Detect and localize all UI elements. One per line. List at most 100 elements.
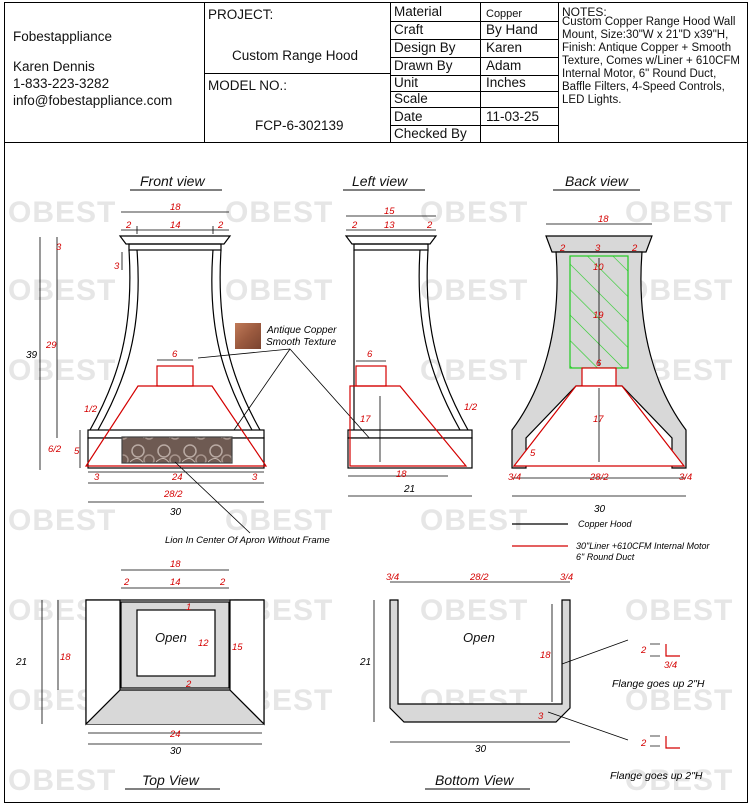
dim-label: 39 (26, 350, 38, 361)
dim-label: 2 (640, 738, 647, 749)
dim-label: 3 (56, 242, 62, 253)
dim-label: 24 (169, 729, 181, 740)
dim-label: 28/2 (163, 489, 183, 500)
apron-ornament-image (121, 436, 233, 464)
dim-label: 28/2 (589, 472, 609, 483)
watermark: OBEST (225, 504, 333, 537)
front-view (84, 235, 268, 469)
front-right-curve-inner (211, 249, 253, 431)
watermark: OBEST (420, 354, 528, 387)
front-crown-base (128, 243, 222, 251)
model-label: MODEL NO.: (208, 78, 288, 93)
dim-label: 3 (114, 261, 120, 272)
field-label-craft: Craft (394, 22, 424, 37)
dim-label: 6/2 (48, 444, 62, 455)
dim-label: 29 (45, 340, 57, 351)
flange-detail-2 (665, 736, 680, 749)
legend-red-label-1: 30"Liner +610CFM Internal Motor (576, 541, 711, 551)
bottom-open-label: Open (463, 630, 495, 645)
back-crown (545, 235, 653, 253)
dim-label: 2 (185, 679, 192, 690)
dim-label: 2 (217, 220, 224, 231)
flange-dim-lines (650, 643, 660, 747)
top-dimensions (41, 569, 262, 745)
dim-label: 12 (198, 638, 209, 649)
dim-label: 2 (631, 243, 638, 254)
left-crown-base (353, 243, 429, 251)
project-value: Custom Range Hood (232, 48, 359, 63)
dim-label: 3/4 (386, 572, 399, 583)
front-view-title: Front view (140, 173, 205, 189)
dim-label: 18 (598, 214, 609, 225)
left-crown (344, 235, 438, 245)
dim-label: 21 (359, 657, 371, 668)
dim-label: 28/2 (469, 572, 489, 583)
left-view (344, 235, 473, 469)
dim-label: 1/2 (464, 402, 478, 413)
dim-label: 15 (384, 206, 395, 217)
flange-label-2: Flange goes up 2"H (610, 770, 703, 782)
watermark: OBEST (8, 354, 116, 387)
dim-label: 6 (172, 349, 178, 360)
bottom-view (389, 599, 571, 723)
front-left-curve (89, 249, 131, 431)
dim-label: 14 (170, 220, 181, 231)
field-label-material: Material (394, 4, 443, 19)
front-dimensions (39, 211, 264, 503)
left-liner (349, 385, 468, 467)
antique-copper-swatch (235, 323, 261, 349)
field-label-scale: Scale (394, 91, 428, 106)
watermark: OBEST (225, 196, 333, 229)
front-liner (84, 385, 268, 467)
top-view (85, 599, 265, 726)
watermark: OBEST (8, 504, 116, 537)
bottom-view-title: Bottom View (435, 772, 514, 788)
dim-label: 30 (170, 507, 182, 518)
field-value-design-by: Karen (486, 40, 523, 55)
top-view-title: Top View (142, 772, 200, 788)
dim-label: 5 (74, 446, 80, 457)
back-liner-duct (581, 367, 617, 387)
watermark: OBEST (625, 594, 733, 627)
back-view-title: Back view (565, 173, 629, 189)
dim-label: 10 (593, 262, 604, 273)
dim-label: 3/4 (664, 660, 677, 671)
dim-label: 1/2 (84, 404, 98, 415)
legend-black-label: Copper Hood (578, 519, 633, 529)
left-front-curve (426, 249, 469, 431)
dim-label: 17 (360, 414, 371, 425)
drawing-sheet (4, 143, 748, 803)
dim-label: 6 (596, 358, 602, 369)
notes-text: Custom Copper Range Hood Wall Mount, Siz… (562, 16, 740, 106)
back-dimensions (512, 223, 686, 497)
watermark: OBEST (420, 274, 528, 307)
dim-label: 18 (170, 202, 181, 213)
dim-label: 3 (252, 472, 258, 483)
model-value: FCP-6-302139 (255, 118, 344, 133)
dim-label: 30 (594, 504, 606, 515)
watermark: OBEST (225, 274, 333, 307)
contact-phone: 1-833-223-3282 (13, 76, 110, 91)
bottom-dimensions (373, 581, 629, 743)
front-left-curve-inner (97, 249, 139, 431)
watermark: OBEST (8, 196, 116, 229)
dim-label: 30 (475, 744, 487, 755)
field-value-drawn-by: Adam (486, 58, 522, 73)
field-label-drawn-by: Drawn By (394, 58, 453, 73)
finish-leaders (174, 348, 381, 534)
watermark: OBEST (420, 504, 528, 537)
field-label-checked-by: Checked By (394, 126, 467, 141)
dim-label: 13 (384, 220, 395, 231)
dim-label: 3 (94, 472, 100, 483)
watermark: OBEST (625, 196, 733, 229)
left-view-title: Left view (352, 173, 408, 189)
dim-label: 17 (593, 414, 604, 425)
dim-label: 14 (170, 577, 181, 588)
field-label-unit: Unit (394, 75, 419, 90)
dim-label: 2 (559, 243, 566, 254)
contact-name: Karen Dennis (13, 59, 95, 74)
dim-label: 21 (15, 657, 27, 668)
dim-label: 18 (170, 559, 181, 570)
front-right-curve (219, 249, 261, 431)
watermark: OBEST (8, 764, 116, 797)
